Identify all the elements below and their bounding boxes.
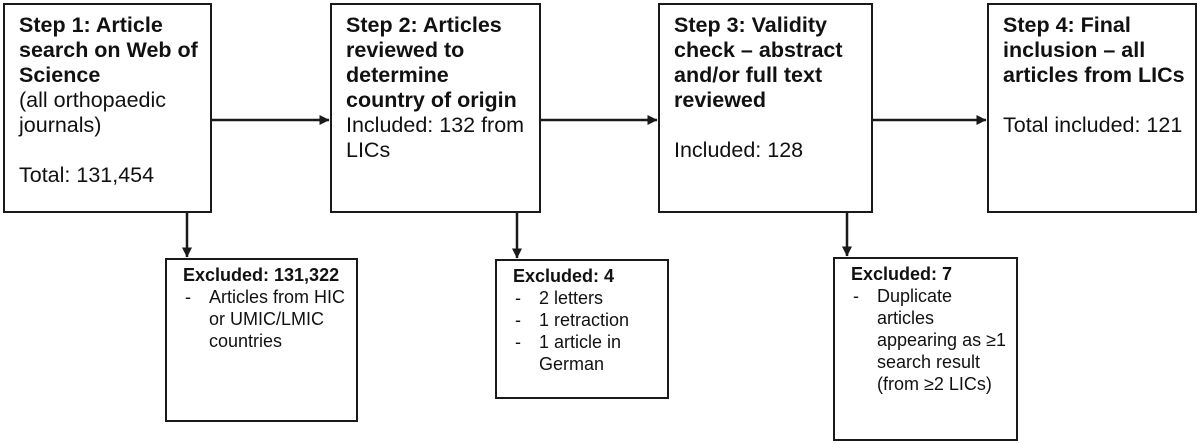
step-2-count: Included: 132 from LICs [346,113,525,162]
list-item: Duplicate articles appearing as ≥1 searc… [851,285,1008,395]
step-2-title: Step 2: Articles reviewed to determine c… [346,13,517,112]
step-4-count: Total included: 121 [1003,113,1183,137]
excluded-2-list: 2 letters 1 retraction 1 article in Germ… [513,287,659,375]
list-item: Articles from HIC or UMIC/LMIC countries [183,286,348,352]
list-item: 1 retraction [513,309,659,331]
step-1-box: Step 1: Article search on Web of Science… [3,3,212,213]
excluded-3-list: Duplicate articles appearing as ≥1 searc… [851,285,1008,395]
step-2-box: Step 2: Articles reviewed to determine c… [330,3,541,213]
excluded-box-3: Excluded: 7 Duplicate articles appearing… [833,257,1018,441]
list-item: 1 article in German [513,331,659,375]
excluded-2-title: Excluded: 4 [513,266,615,286]
step-1-detail: (all orthopaedic journals) [19,88,167,137]
excluded-3-title: Excluded: 7 [851,264,953,284]
step-1-count: Total: 131,454 [19,163,155,187]
excluded-box-1: Excluded: 131,322 Articles from HIC or U… [165,258,358,422]
excluded-1-list: Articles from HIC or UMIC/LMIC countries [183,286,348,352]
step-4-box: Step 4: Final inclusion – all articles f… [987,3,1197,213]
step-3-box: Step 3: Validity check – abstract and/or… [658,3,873,213]
step-1-title: Step 1: Article search on Web of Science [19,13,198,87]
step-3-title: Step 3: Validity check – abstract and/or… [674,13,843,112]
step-3-count: Included: 128 [674,138,804,162]
excluded-1-title: Excluded: 131,322 [183,265,340,285]
excluded-box-2: Excluded: 4 2 letters 1 retraction 1 art… [495,259,669,399]
list-item: 2 letters [513,287,659,309]
step-4-title: Step 4: Final inclusion – all articles f… [1003,13,1185,87]
